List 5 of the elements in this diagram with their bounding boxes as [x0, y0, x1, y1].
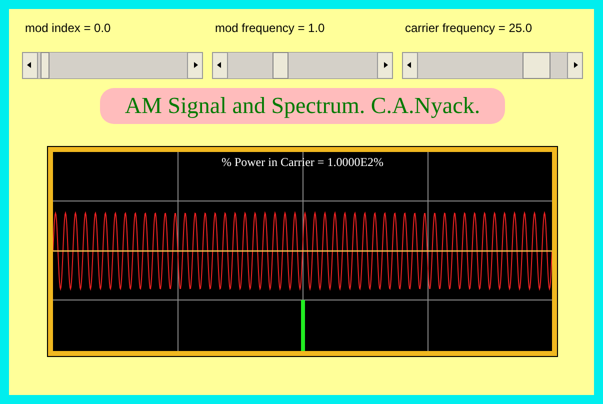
power-readout: % Power in Carrier = 1.0000E2%	[221, 155, 384, 170]
slider-label: carrier frequency = 25.0	[405, 21, 532, 35]
slider-label: mod index = 0.0	[25, 21, 111, 35]
slider-label: mod frequency = 1.0	[215, 21, 325, 35]
title-banner: AM Signal and Spectrum. C.A.Nyack.	[100, 88, 505, 124]
